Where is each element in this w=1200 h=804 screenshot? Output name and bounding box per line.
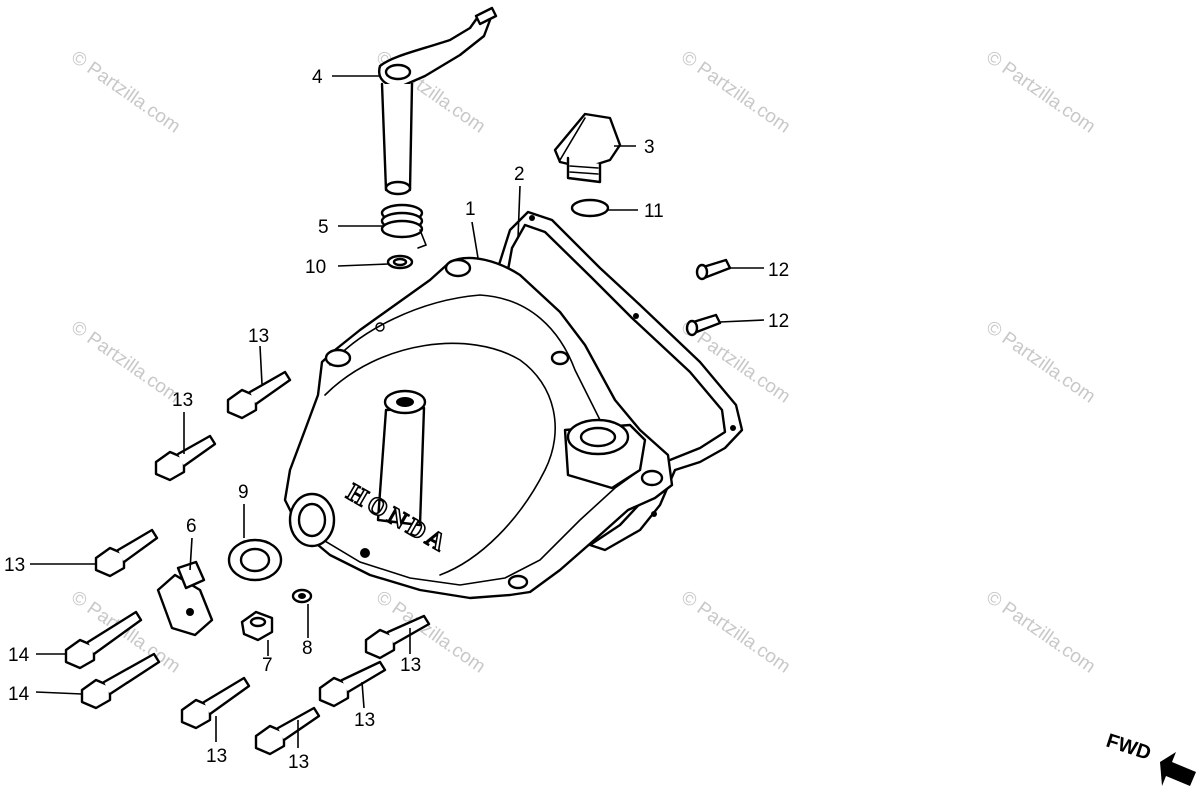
- forward-direction-indicator: FWD: [1103, 730, 1196, 786]
- bolt-part: [364, 614, 431, 660]
- bolt-part: [254, 706, 321, 756]
- spring-washer-part: [386, 254, 414, 270]
- callout-label: 9: [238, 482, 249, 503]
- dowel-pin-part: [685, 313, 722, 337]
- bolt-part: [154, 434, 217, 482]
- crankcase-cover-part: HONDA: [283, 256, 674, 600]
- callout-label: 13: [288, 752, 309, 773]
- bolt-part: [94, 528, 159, 578]
- callout-label: 1: [465, 199, 476, 220]
- o-ring-part: [570, 198, 610, 218]
- bolt-part: [226, 370, 292, 420]
- bolt-part: [318, 660, 387, 708]
- oil-filler-cap-part: [553, 112, 622, 184]
- callout-label: 2: [514, 164, 525, 185]
- callout-label: 13: [248, 326, 269, 347]
- callout-label: 13: [354, 710, 375, 731]
- dowel-pin-part: [695, 258, 732, 281]
- kick-arm-part: [378, 6, 498, 196]
- oil-seal-part: [227, 538, 283, 582]
- sealing-washer-part: [291, 588, 313, 604]
- watermark: © Partzilla.com: [982, 317, 1099, 408]
- callout-label: 5: [318, 217, 329, 238]
- callout-label: 14: [8, 684, 30, 705]
- callout-label: 3: [644, 137, 655, 158]
- callout-label: 4: [312, 67, 323, 88]
- watermark: © Partzilla.com: [982, 587, 1099, 678]
- watermark: © Partzilla.com: [67, 47, 184, 138]
- callout-label: 13: [172, 390, 193, 411]
- bolt-part: [64, 610, 143, 670]
- forward-arrow-icon: [1160, 752, 1196, 786]
- watermark: © Partzilla.com: [67, 317, 184, 408]
- gasket-part: [496, 210, 744, 552]
- watermark: © Partzilla.com: [677, 47, 794, 138]
- callout-label: 8: [302, 638, 313, 659]
- callout-label: 12: [768, 260, 789, 281]
- watermark: © Partzilla.com: [677, 587, 794, 678]
- callout-label: 14: [8, 645, 30, 666]
- callout-label: 12: [768, 311, 789, 332]
- callout-label: 11: [644, 201, 664, 222]
- flange-nut-part: [240, 610, 274, 642]
- callout-labels: 4 5 10 1 2 3 11 12 12 13 13 13 14 14 6 9…: [4, 67, 789, 773]
- callout-label: 13: [4, 555, 25, 576]
- callout-label: 13: [400, 655, 421, 676]
- callout-label: 6: [186, 516, 197, 537]
- kick-spring-part: [380, 203, 428, 249]
- clamp-bracket-part: [156, 560, 214, 637]
- callout-label: 10: [305, 257, 326, 278]
- callout-label: 13: [206, 746, 227, 767]
- leader-lines: [30, 75, 765, 748]
- bolt-part: [80, 652, 161, 710]
- bolt-part: [180, 676, 251, 730]
- fwd-label: FWD: [1103, 730, 1153, 765]
- watermark: © Partzilla.com: [982, 47, 1099, 138]
- callout-label: 7: [262, 655, 273, 676]
